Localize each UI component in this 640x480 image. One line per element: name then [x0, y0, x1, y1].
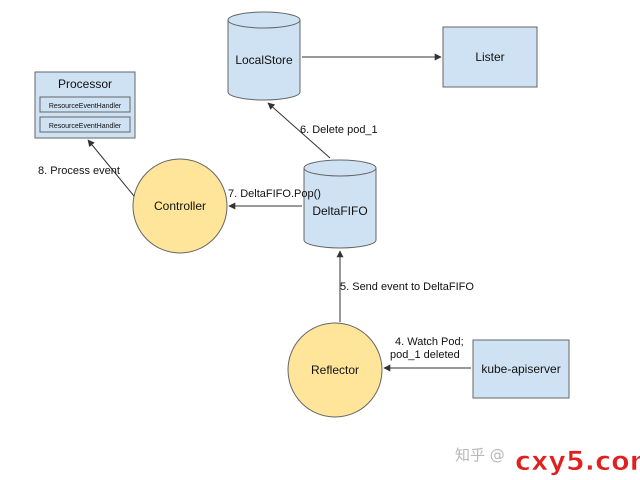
deltafifo-node: DeltaFIFO: [303, 159, 377, 249]
lister-node: Lister: [442, 26, 538, 88]
resource-event-handler-1-label: ResourceEventHandler: [49, 103, 122, 110]
localstore-label: LocalStore: [235, 53, 293, 67]
edge-label-delete-pod: 6. Delete pod_1: [300, 124, 378, 136]
edge-process-event: [87, 139, 135, 197]
deltafifo-label: DeltaFIFO: [312, 204, 367, 218]
edge-delete-pod: [267, 102, 331, 159]
edge-label-watch-line2: pod_1 deleted: [390, 349, 460, 361]
edge-label-send-event: 5. Send event to DeltaFIFO: [340, 281, 474, 293]
watermark: 知乎 @ cxy5.com: [455, 446, 640, 478]
resource-event-handler-1: ResourceEventHandler: [39, 96, 131, 113]
lister-label: Lister: [475, 50, 504, 64]
controller-node: Controller: [132, 158, 228, 254]
localstore-node: LocalStore: [227, 11, 301, 101]
resource-event-handler-2: ResourceEventHandler: [39, 116, 131, 133]
edge-label-process-event: 8. Process event: [38, 165, 120, 177]
reflector-node: Reflector: [287, 322, 383, 418]
resource-event-handler-2-label: ResourceEventHandler: [49, 123, 122, 130]
edge-label-pop: 7. DeltaFIFO.Pop(): [228, 188, 321, 200]
watermark-site: cxy5.com: [515, 446, 640, 477]
processor-node: Processor ResourceEventHandler ResourceE…: [34, 71, 136, 139]
reflector-label: Reflector: [311, 363, 359, 377]
apiserver-node: kube-apiserver: [472, 339, 570, 399]
processor-title: Processor: [58, 77, 112, 91]
edge-label-watch-line1: 4. Watch Pod;: [395, 336, 464, 348]
watermark-zhihu: 知乎 @: [455, 446, 505, 464]
apiserver-label: kube-apiserver: [481, 362, 560, 376]
controller-label: Controller: [154, 199, 206, 213]
